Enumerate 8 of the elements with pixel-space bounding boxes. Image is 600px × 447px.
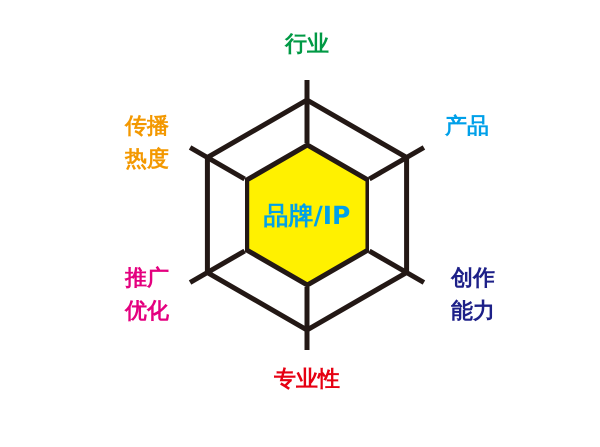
center-hexagon — [244, 143, 370, 287]
axis-label: 创作能力 — [450, 265, 496, 326]
axis-label: 传播热度 — [124, 113, 170, 174]
center-label: 品牌/IP — [264, 202, 350, 228]
axis-label: 专业性 — [273, 366, 341, 394]
axis-label: 推广优化 — [124, 265, 170, 326]
axis-label: 行业 — [284, 31, 330, 59]
axis-label: 产品 — [444, 113, 490, 141]
